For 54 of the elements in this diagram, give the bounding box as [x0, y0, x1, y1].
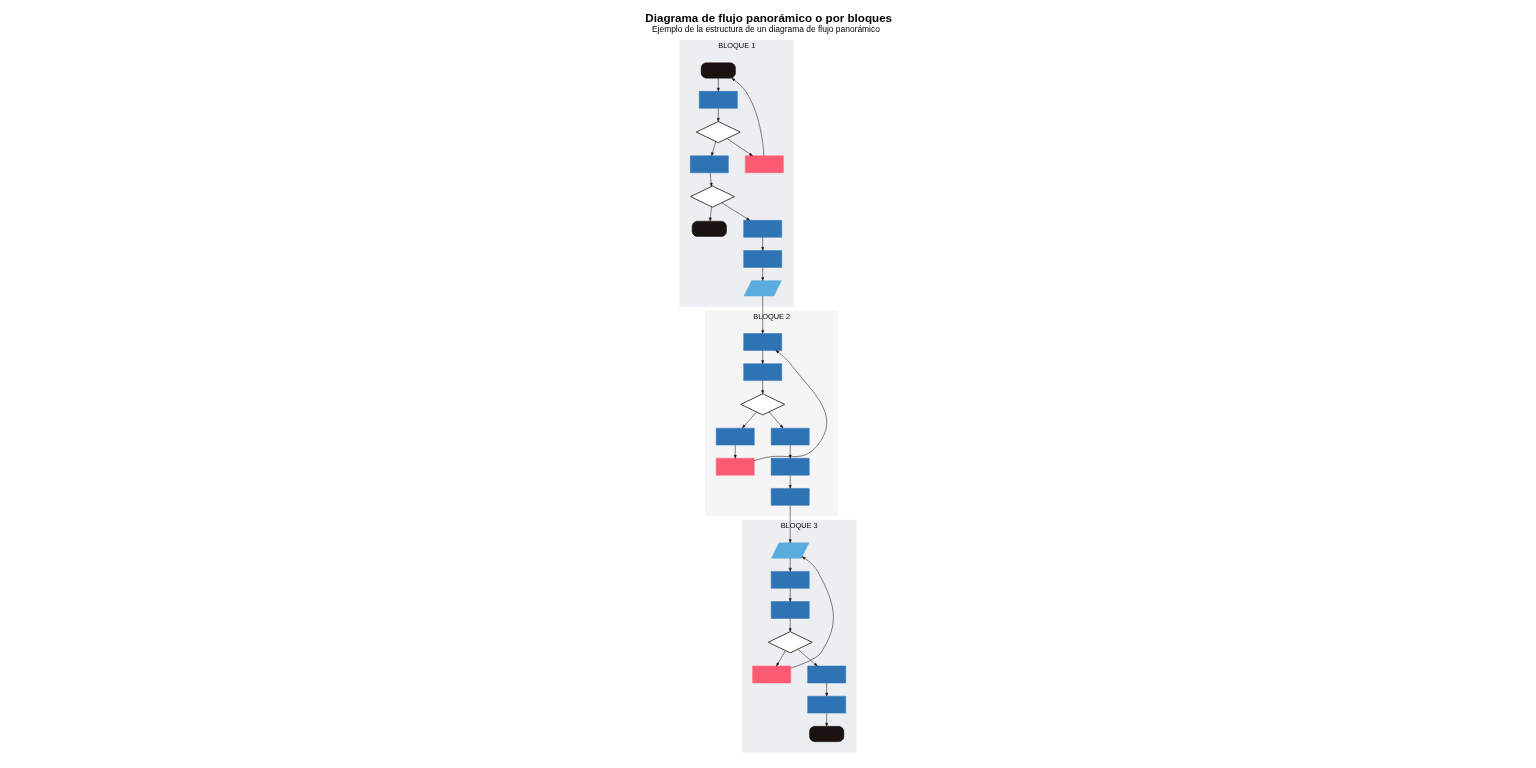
arrow	[742, 411, 757, 429]
arrow	[761, 267, 765, 281]
node-box	[715, 427, 755, 446]
arrow	[709, 206, 712, 222]
arrow	[733, 444, 737, 459]
node-box	[770, 427, 810, 446]
arrow	[788, 474, 792, 489]
arrow	[797, 649, 818, 667]
arrow	[825, 682, 829, 697]
arrow	[716, 77, 720, 92]
arrow	[761, 295, 765, 334]
arrow	[761, 380, 765, 394]
node-box	[770, 571, 810, 589]
node-box	[770, 458, 810, 476]
arrow	[768, 411, 784, 429]
node-box	[770, 601, 810, 619]
arrow	[788, 505, 792, 544]
arrow	[776, 650, 786, 667]
node-parallelogram	[743, 280, 782, 297]
node-box	[770, 488, 810, 506]
arrow	[761, 237, 765, 251]
node-box	[807, 695, 846, 714]
arrow	[726, 138, 753, 157]
node-box	[743, 363, 782, 381]
node-box	[745, 155, 784, 174]
diagram-title: Diagrama de flujo panorámico o por bloques	[645, 11, 893, 25]
arrow	[761, 350, 765, 364]
node-diamond	[690, 185, 735, 208]
arrow	[825, 712, 829, 727]
node-terminal	[809, 726, 845, 742]
node-terminal	[691, 220, 727, 237]
node-box	[743, 333, 782, 351]
node-box	[690, 155, 729, 174]
arrow	[754, 350, 827, 461]
arrow	[788, 588, 792, 602]
arrow	[788, 557, 792, 572]
node-box	[743, 220, 782, 238]
node-diamond	[695, 121, 741, 144]
arrow	[788, 444, 792, 459]
arrow	[731, 77, 765, 156]
node-box	[807, 665, 846, 684]
node-box	[752, 665, 791, 684]
arrow	[711, 141, 716, 156]
node-box	[699, 91, 738, 109]
arrow	[790, 556, 834, 669]
node-diamond	[767, 631, 813, 654]
arrow	[788, 618, 792, 632]
node-diamond	[740, 393, 786, 416]
arrow	[709, 172, 713, 187]
node-terminal	[700, 62, 736, 79]
node-box	[743, 250, 782, 268]
arrow	[716, 108, 720, 122]
arrow	[721, 202, 751, 221]
node-box	[715, 458, 755, 476]
